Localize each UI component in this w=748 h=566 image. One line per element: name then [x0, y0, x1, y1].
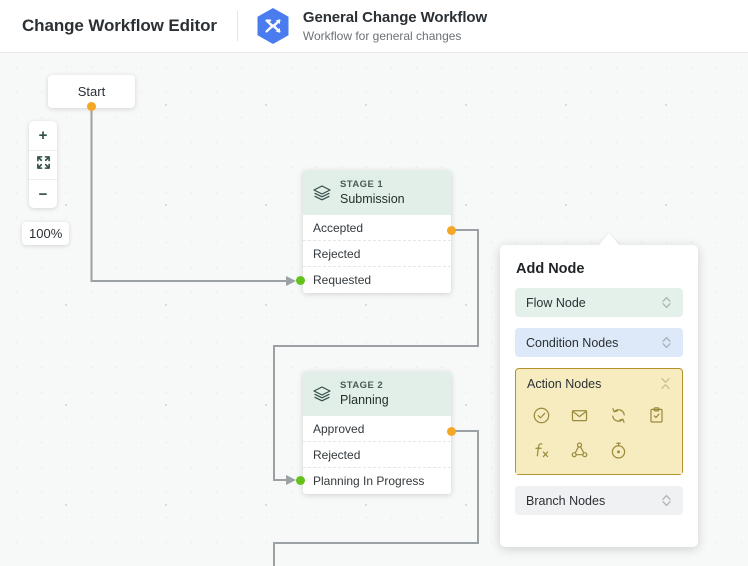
node-group-action-header[interactable]: Action Nodes	[516, 369, 682, 398]
stage-1-kicker: STAGE 1	[340, 179, 384, 190]
node-group-condition-header[interactable]: Condition Nodes	[515, 328, 683, 357]
node-group-action-label: Action Nodes	[527, 376, 602, 391]
start-node-label: Start	[77, 84, 106, 99]
zoom-out-button[interactable]: −	[29, 179, 57, 208]
stage-2-kicker: STAGE 2	[340, 380, 384, 391]
add-node-panel-title: Add Node	[516, 261, 585, 277]
stage-1-requested-input-port[interactable]	[296, 276, 305, 285]
stage-2-row-approved-label: Approved	[313, 421, 365, 436]
timer-stopwatch-icon[interactable]	[609, 441, 628, 460]
zoom-in-button[interactable]: +	[29, 121, 57, 150]
stage-2-row-approved[interactable]: Approved	[303, 416, 451, 442]
node-group-branch-label: Branch Nodes	[526, 493, 606, 508]
zoom-controls[interactable]: + −	[29, 121, 57, 208]
layers-icon	[312, 384, 332, 404]
edge-connectors	[90, 106, 479, 566]
zoom-level-indicator[interactable]: 100%	[22, 222, 70, 245]
action-icon-grid	[522, 406, 676, 460]
add-node-panel: Add Node Flow Node Condition Nodes	[500, 245, 698, 547]
workflow-name: General Change Workflow	[302, 8, 488, 26]
fit-screen-icon	[36, 155, 51, 175]
chevron-collapse-icon[interactable]	[659, 376, 672, 391]
workflow-meta: General Change Workflow Workflow for gen…	[303, 9, 487, 44]
zoom-in-label: +	[38, 127, 48, 144]
stage-1-row-accepted-label: Accepted	[313, 220, 364, 235]
action-nodes-palette	[516, 398, 682, 474]
sync-refresh-icon[interactable]	[609, 406, 628, 425]
stage-1-row-accepted[interactable]: Accepted	[303, 215, 451, 241]
stage-1-row-requested[interactable]: Requested	[303, 267, 451, 293]
start-node-output-port[interactable]	[87, 102, 96, 111]
mail-icon[interactable]	[570, 406, 589, 425]
app-header: Change Workflow Editor	[0, 0, 748, 53]
shuffle-hexagon-icon	[256, 7, 290, 45]
network-nodes-icon[interactable]	[570, 441, 589, 460]
stage-2-title: Planning	[340, 393, 389, 407]
stage-1-row-requested-label: Requested	[313, 273, 372, 287]
function-fx-icon[interactable]	[532, 441, 551, 460]
panel-pointer-arrow	[598, 233, 620, 246]
clipboard-check-icon[interactable]	[647, 406, 666, 425]
chevron-up-down-icon[interactable]	[660, 493, 673, 508]
stage-1-row-rejected-label: Rejected	[313, 246, 361, 261]
node-group-branch[interactable]: Branch Nodes	[515, 486, 683, 515]
stage-2-row-rejected[interactable]: Rejected	[303, 442, 451, 468]
page-title: Change Workflow Editor	[22, 16, 217, 35]
stage-2-row-rejected-label: Rejected	[313, 447, 361, 462]
stage-1-row-rejected[interactable]: Rejected	[303, 241, 451, 267]
stage-2-header: STAGE 2 Planning	[303, 372, 451, 416]
chevron-up-down-icon[interactable]	[660, 295, 673, 310]
stage-2-approved-output-port[interactable]	[447, 427, 456, 436]
stage-2-planning-input-port[interactable]	[296, 476, 305, 485]
node-group-flow-header[interactable]: Flow Node	[515, 288, 683, 317]
node-group-action[interactable]: Action Nodes	[515, 368, 683, 475]
node-group-condition[interactable]: Condition Nodes	[515, 328, 683, 357]
check-circle-icon[interactable]	[532, 406, 551, 425]
fit-screen-button[interactable]	[29, 150, 57, 179]
node-group-branch-header[interactable]: Branch Nodes	[515, 486, 683, 515]
stage-2-row-planning-in-progress-label: Planning In Progress	[313, 474, 425, 488]
stage-1-accepted-output-port[interactable]	[447, 226, 456, 235]
workflow-subtitle: Workflow for general changes	[302, 28, 462, 43]
node-group-flow-label: Flow Node	[526, 295, 586, 310]
stage-2-row-planning-in-progress[interactable]: Planning In Progress	[303, 468, 451, 494]
node-group-condition-label: Condition Nodes	[526, 335, 619, 350]
workflow-canvas[interactable]: + − 100% Start	[0, 53, 748, 566]
chevron-up-down-icon[interactable]	[660, 335, 673, 350]
stage-1-title: Submission	[340, 192, 405, 206]
header-divider	[236, 11, 238, 41]
stage-1-header: STAGE 1 Submission	[303, 171, 451, 215]
stage-node-2[interactable]: STAGE 2 Planning Approved Rejected Plann…	[303, 372, 451, 494]
node-group-flow[interactable]: Flow Node	[515, 288, 683, 317]
zoom-out-label: −	[38, 185, 48, 203]
stage-node-1[interactable]: STAGE 1 Submission Accepted Rejected Req…	[303, 171, 451, 293]
layers-icon	[312, 183, 332, 203]
